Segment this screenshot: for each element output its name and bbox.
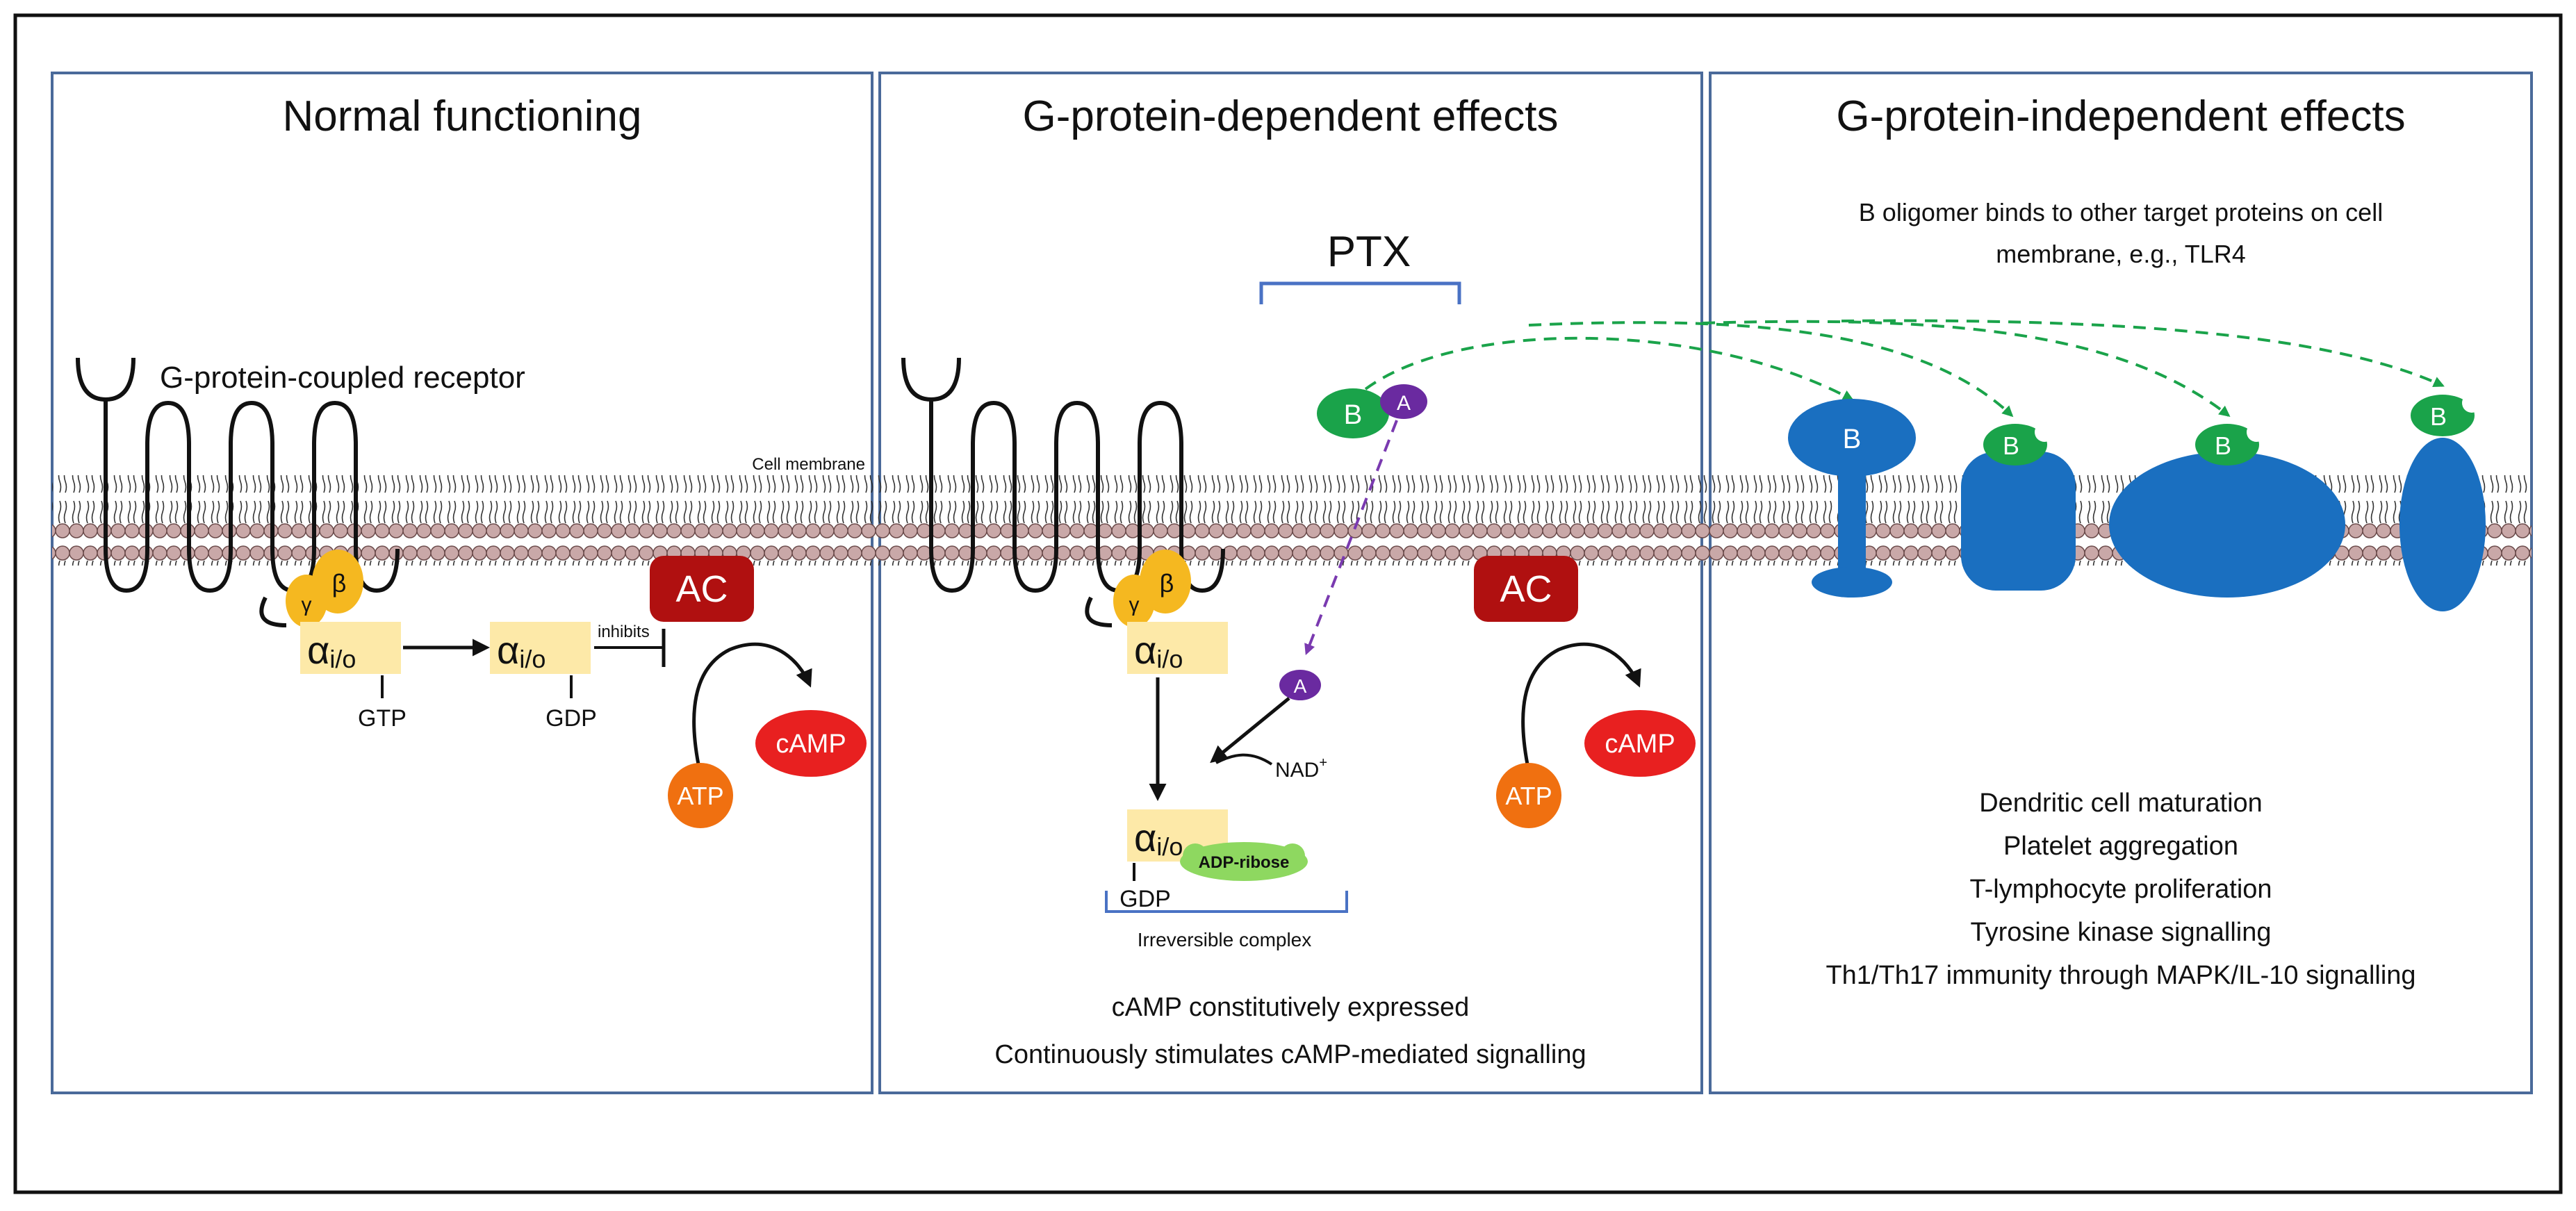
panel-independent-box	[1709, 72, 2533, 1094]
atp-label: ATP	[677, 782, 723, 810]
target-protein-1: B	[1788, 399, 1916, 598]
outer-frame	[13, 13, 2563, 1194]
b-oligomer-binding-arrows	[1364, 319, 2445, 418]
complex-label: Irreversible complex	[1138, 929, 1312, 950]
dependent-footer-2: Continuously stimulates cAMP-mediated si…	[994, 1040, 1586, 1069]
ptx-holotoxin: B A	[1317, 384, 1427, 438]
adp-ribose-label: ADP-ribose	[1199, 853, 1290, 872]
svg-text:αi/o: αi/o	[1134, 816, 1183, 861]
nad-curve	[1215, 753, 1273, 766]
g-beta-gamma-subunit-2: β γ	[1113, 550, 1191, 627]
atp-to-camp-arrow-2	[1521, 642, 1641, 765]
svg-text:β: β	[1160, 569, 1174, 598]
target-protein-4: B	[2399, 393, 2486, 611]
dependent-footer-1: cAMP constitutively expressed	[1112, 993, 1470, 1022]
effect-item-2: Platelet aggregation	[2003, 832, 2238, 861]
target-2-b-label: B	[2003, 431, 2019, 460]
a-subunit-cytosol: A	[1279, 670, 1321, 700]
camp-molecule: cAMP	[755, 710, 867, 777]
svg-text:A: A	[1294, 675, 1307, 697]
gpcr-receptor	[76, 357, 400, 627]
effect-item-1: Dendritic cell maturation	[1979, 789, 2263, 818]
gdp-label: GDP	[545, 705, 597, 732]
gamma-label: γ	[302, 593, 312, 616]
alpha-io-gdp: αi/o GDP	[490, 622, 597, 732]
target-1-b-label: B	[1843, 424, 1862, 454]
svg-text:ATP: ATP	[1505, 782, 1552, 810]
atp-to-camp-arrow	[692, 642, 812, 765]
gdp-label-2: GDP	[1119, 886, 1171, 912]
target-3-b-label: B	[2215, 431, 2231, 460]
ptx-label: PTX	[1327, 228, 1411, 276]
effect-item-5: Th1/Th17 immunity through MAPK/IL-10 sig…	[1826, 961, 2415, 990]
alpha-subscript: i/o	[329, 645, 356, 673]
panel-independent-title: G-protein-independent effects	[1836, 92, 2405, 140]
svg-text:γ: γ	[1129, 593, 1140, 616]
independent-description-2: membrane, e.g., TLR4	[1996, 240, 2246, 268]
panel-normal-title: Normal functioning	[283, 92, 642, 140]
effect-item-3: T-lymphocyte proliferation	[1969, 875, 2272, 904]
target-protein-2: B	[1961, 422, 2076, 591]
ptx-b-label: B	[1344, 399, 1363, 430]
inhibits-label: inhibits	[598, 623, 650, 641]
a-catalysis-arrow	[1210, 697, 1290, 764]
svg-text:αi/o: αi/o	[1134, 628, 1183, 673]
atp-molecule-2: ATP	[1496, 763, 1561, 828]
camp-label: cAMP	[776, 730, 846, 759]
svg-text:αi/o: αi/o	[497, 628, 545, 673]
ptx-a-label: A	[1397, 392, 1411, 415]
receptor-label: G-protein-coupled receptor	[160, 361, 525, 395]
target-protein-3: B	[2109, 422, 2345, 598]
panel-normal-box	[51, 72, 873, 1094]
adenylate-cyclase: AC	[650, 556, 754, 622]
alpha-symbol: α	[307, 628, 329, 672]
gtp-label: GTP	[358, 705, 407, 732]
membrane-label: Cell membrane	[752, 455, 865, 474]
atp-molecule: ATP	[668, 763, 733, 828]
complex-bracket	[1105, 891, 1348, 913]
svg-text:cAMP: cAMP	[1605, 730, 1675, 759]
camp-molecule-2: cAMP	[1584, 710, 1696, 777]
alpha-io-gtp: αi/o GTP	[300, 622, 407, 732]
adp-ribose-group: ADP-ribose	[1180, 842, 1308, 881]
effect-item-4: Tyrosine kinase signalling	[1970, 918, 2271, 947]
g-beta-gamma-subunit: β γ	[286, 550, 363, 627]
ac-label: AC	[675, 568, 728, 610]
independent-description-1: B oligomer binds to other target protein…	[1859, 198, 2383, 226]
beta-label: β	[332, 569, 347, 598]
nad-label: NAD+	[1275, 755, 1327, 782]
svg-text:AC: AC	[1500, 568, 1552, 610]
svg-text:αi/o: αi/o	[307, 628, 356, 673]
gpcr-receptor-2	[901, 357, 1225, 627]
panel-dependent-title: G-protein-dependent effects	[1023, 92, 1559, 140]
adenylate-cyclase-2: AC	[1474, 556, 1578, 622]
ptx-bracket	[1259, 281, 1461, 304]
alpha-io-upper: αi/o	[1127, 622, 1228, 674]
panel-dependent-box	[878, 72, 1703, 1094]
target-4-b-label: B	[2430, 402, 2447, 431]
